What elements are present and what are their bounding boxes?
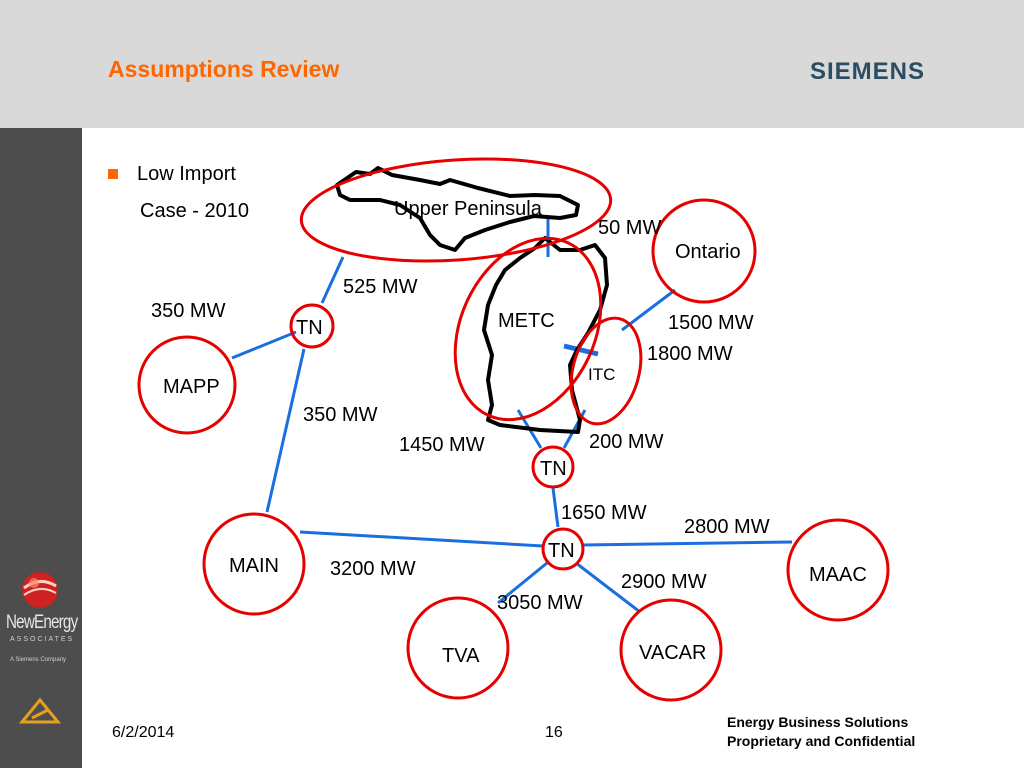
upper-peninsula-ellipse: [299, 157, 613, 263]
label-main: MAIN: [229, 555, 279, 577]
header-bar: Assumptions Review SIEMENS: [0, 0, 1024, 128]
flow-mapp-tn: 350 MW: [151, 300, 226, 322]
tn-bottom-circle: [541, 527, 585, 571]
triangle-logo-icon: [18, 697, 62, 724]
line-tn-maac: [581, 540, 793, 547]
label-tn-center: TN: [540, 458, 567, 480]
line-itc-ontario: [621, 288, 676, 332]
flow-tn-maac: 2800 MW: [684, 516, 770, 538]
line-tn-main: [265, 348, 306, 513]
line-tn-vacar: [575, 561, 641, 614]
flow-itc-tn: 200 MW: [589, 431, 664, 453]
mapp-circle: [137, 335, 237, 435]
newenergy-globe-icon: [22, 572, 58, 608]
sidebar: [0, 128, 82, 768]
main-circle: [202, 512, 306, 616]
footer-company-line1: Energy Business Solutions: [727, 714, 909, 730]
line-tn-tva: [497, 561, 548, 605]
bullet-subtext: Case - 2010: [140, 200, 249, 222]
footer-company-line2: Proprietary and Confidential: [727, 733, 916, 749]
vacar-circle: [619, 598, 723, 702]
label-itc: ITC: [588, 365, 615, 384]
flow-itc-ontario-1: 1500 MW: [668, 312, 754, 334]
flow-tn-vacar: 2900 MW: [621, 571, 707, 593]
footer-company: Energy Business Solutions Proprietary an…: [727, 713, 915, 751]
tn-left-circle: [289, 303, 335, 349]
siemens-logo: SIEMENS: [810, 58, 926, 85]
page-number: 16: [545, 724, 563, 741]
label-tn-left: TN: [296, 317, 323, 339]
flow-up-ontario: 50 MW: [598, 217, 661, 239]
flow-metc-tn: 1450 MW: [399, 434, 485, 456]
newenergy-tagline: A Siemens Company: [10, 657, 67, 663]
label-tn-bottom: TN: [548, 540, 575, 562]
label-mapp: MAPP: [163, 376, 220, 398]
label-upper-peninsula: Upper Peninsula: [394, 198, 543, 220]
maac-circle: [786, 518, 890, 622]
label-maac: MAAC: [809, 564, 867, 586]
upper-peninsula-outline: [335, 166, 580, 252]
line-mapp-tn: [231, 330, 297, 360]
newenergy-logo-text: NewEnergy: [6, 612, 78, 633]
ontario-circle: [651, 198, 757, 304]
line-up-tn: [320, 256, 345, 304]
newenergy-logo-sub: ASSOCIATES: [10, 636, 75, 643]
flow-itc-ontario-2: 1800 MW: [647, 343, 733, 365]
flow-tn-main: 350 MW: [303, 404, 378, 426]
flow-tn-tva: 3050 MW: [497, 592, 583, 614]
flow-up-tn: 525 MW: [343, 276, 418, 298]
lower-peninsula-outline: [482, 236, 609, 434]
flow-tn-tn: 1650 MW: [561, 502, 647, 524]
label-vacar: VACAR: [639, 642, 706, 664]
itc-ellipse: [569, 316, 643, 426]
footer-date: 6/2/2014: [112, 724, 175, 741]
label-ontario: Ontario: [675, 241, 741, 263]
bullet-text: Low Import: [137, 163, 236, 185]
bullet-marker: [108, 169, 118, 179]
tva-circle: [406, 596, 510, 700]
line-main-tn: [299, 530, 544, 548]
slide-title: Assumptions Review: [108, 56, 340, 82]
line-tn-tn: [551, 487, 560, 528]
metc-ellipse: [453, 236, 603, 422]
flow-main-tn: 3200 MW: [330, 558, 416, 580]
label-metc: METC: [498, 310, 555, 332]
label-tva: TVA: [442, 645, 480, 667]
tn-center-circle: [531, 445, 575, 489]
